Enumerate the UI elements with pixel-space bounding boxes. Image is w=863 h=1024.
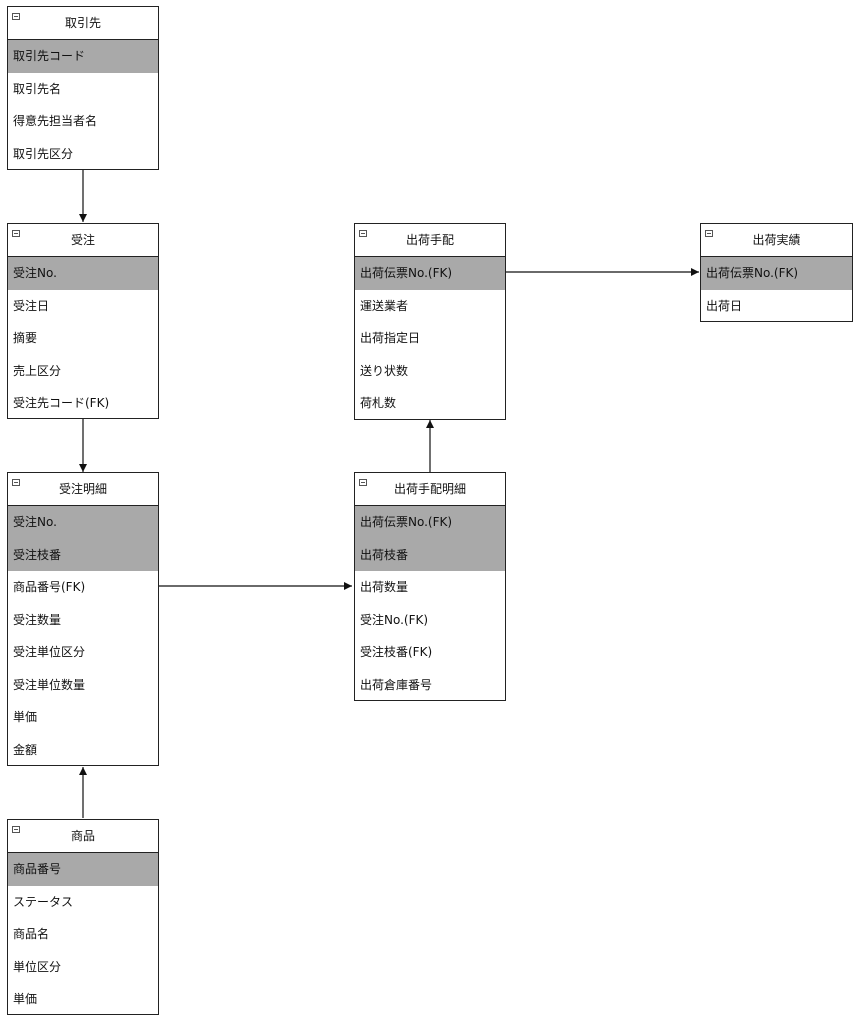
field-row-pk[interactable]: 出荷伝票No.(FK) xyxy=(355,506,505,539)
field-row[interactable]: 出荷倉庫番号 xyxy=(360,677,433,692)
field-row[interactable]: 運送業者 xyxy=(360,298,409,313)
field-row[interactable]: 単位区分 xyxy=(13,959,62,974)
entity-title: 受注 xyxy=(70,233,95,247)
field-row[interactable]: 出荷指定日 xyxy=(360,331,421,345)
field-row-pk[interactable]: 受注枝番 xyxy=(8,538,158,571)
entity-header: 出荷実績 xyxy=(701,224,852,257)
collapse-icon[interactable] xyxy=(12,13,20,20)
field-row[interactable]: 受注枝番(FK) xyxy=(360,645,433,659)
field-row[interactable]: 受注単位区分 xyxy=(13,645,86,659)
field-row-pk[interactable]: 受注No. xyxy=(8,506,158,539)
collapse-icon[interactable] xyxy=(705,230,713,237)
field-row-pk[interactable]: 出荷伝票No.(FK) xyxy=(355,257,505,290)
entity-shohin[interactable]: 商品 商品番号ステータス商品名単位区分単価 xyxy=(7,819,159,1015)
entity-title: 受注明細 xyxy=(58,482,107,496)
field-row[interactable]: 得意先担当者名 xyxy=(13,114,98,128)
entity-title: 取引先 xyxy=(64,16,101,30)
field-row[interactable]: 出荷数量 xyxy=(360,580,409,594)
entity-shukka-tehai-meisai[interactable]: 出荷手配明細 出荷伝票No.(FK)出荷枝番出荷数量受注No.(FK) 受注枝番(… xyxy=(354,472,506,701)
entity-header: 受注 xyxy=(8,224,158,257)
field-row[interactable]: 荷札数 xyxy=(360,396,397,410)
field-row[interactable]: 受注日 xyxy=(13,298,50,313)
field-row-pk[interactable]: 商品番号 xyxy=(8,853,158,886)
field-row[interactable]: 商品名 xyxy=(13,927,50,941)
entity-title: 出荷手配明細 xyxy=(393,482,466,496)
entity-title: 商品 xyxy=(70,829,95,843)
field-row[interactable]: 取引先名 xyxy=(13,81,62,96)
field-row[interactable]: 金額 xyxy=(13,742,38,757)
field-row[interactable]: 送り状数 xyxy=(360,363,409,378)
field-row[interactable]: 商品番号(FK) xyxy=(13,580,86,594)
entity-header: 受注明細 xyxy=(8,473,158,506)
entity-juchu[interactable]: 受注 受注No. 受注日摘要売上区分受注先コード(FK) xyxy=(7,223,159,419)
field-row[interactable]: 単価 xyxy=(13,992,38,1006)
field-row[interactable]: 受注先コード(FK) xyxy=(13,396,110,410)
entity-header: 出荷手配 xyxy=(355,224,505,257)
field-row[interactable]: 受注No.(FK) xyxy=(360,612,429,627)
entity-title: 出荷実績 xyxy=(752,233,801,247)
field-row[interactable]: 摘要 xyxy=(13,331,38,345)
entity-header: 取引先 xyxy=(8,7,158,40)
entity-shukka-jisseki[interactable]: 出荷実績 出荷伝票No.(FK) 出荷日 xyxy=(700,223,853,322)
field-row[interactable]: ステータス xyxy=(13,894,74,909)
field-row[interactable]: 受注数量 xyxy=(13,612,62,627)
entity-juchu-meisai[interactable]: 受注明細 受注No.受注枝番商品番号(FK) 受注数量受注単位区分受注単位数量単価… xyxy=(7,472,159,766)
collapse-icon[interactable] xyxy=(12,826,20,833)
entity-header: 商品 xyxy=(8,820,158,853)
entity-torihikisaki[interactable]: 取引先 取引先コード取引先名得意先担当者名取引先区分 xyxy=(7,6,159,170)
collapse-icon[interactable] xyxy=(12,230,20,237)
field-row-pk[interactable]: 受注No. xyxy=(8,257,158,290)
collapse-icon[interactable] xyxy=(12,479,20,486)
field-row[interactable]: 出荷日 xyxy=(706,298,743,313)
entity-title: 出荷手配 xyxy=(405,233,454,247)
collapse-icon[interactable] xyxy=(359,479,367,486)
field-row[interactable]: 受注単位数量 xyxy=(13,677,86,692)
collapse-icon[interactable] xyxy=(359,230,367,237)
entity-header: 出荷手配明細 xyxy=(355,473,505,506)
field-row[interactable]: 単価 xyxy=(13,710,38,724)
field-row-pk[interactable]: 取引先コード xyxy=(8,40,158,73)
field-row[interactable]: 売上区分 xyxy=(13,363,62,378)
field-row[interactable]: 取引先区分 xyxy=(13,146,74,161)
field-row-pk[interactable]: 出荷枝番 xyxy=(355,538,505,571)
entity-shukka-tehai[interactable]: 出荷手配 出荷伝票No.(FK) 運送業者出荷指定日送り状数荷札数 xyxy=(354,223,506,420)
field-row-pk[interactable]: 出荷伝票No.(FK) xyxy=(701,257,852,290)
